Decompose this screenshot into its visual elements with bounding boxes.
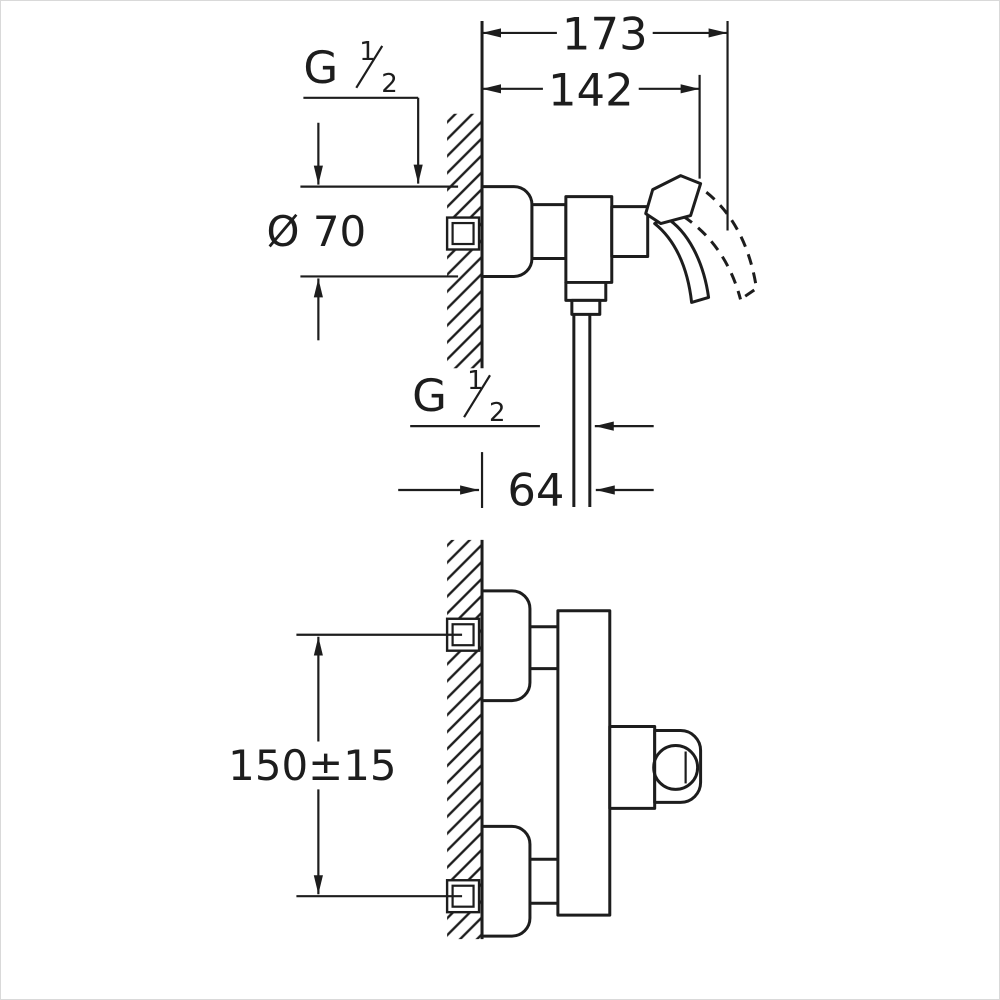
hose-thread-denominator: 2 bbox=[489, 398, 506, 428]
dim-body-depth: 142 bbox=[482, 63, 701, 179]
dim-inlet-spacing-label: 150±15 bbox=[228, 741, 396, 790]
front-view: 150±15 bbox=[228, 539, 703, 940]
hose-fitting-upper bbox=[564, 280, 608, 302]
dim-escutcheon-diameter: Ø 70 bbox=[267, 122, 459, 341]
dim-hose-offset-label: 64 bbox=[507, 464, 564, 517]
lever-end-circle bbox=[652, 744, 700, 791]
inlet-thread-numerator: 1 bbox=[359, 37, 376, 67]
dim-overall-depth-label: 173 bbox=[562, 7, 648, 60]
lever-handle-dashed bbox=[665, 180, 758, 301]
hose-thread-prefix: G bbox=[412, 369, 447, 422]
escutcheon-front-bottom bbox=[480, 824, 532, 938]
cartridge-front bbox=[608, 725, 657, 810]
dim-hose-offset: 64 bbox=[398, 452, 654, 517]
dim-hose-thread: G 1 2 bbox=[410, 366, 654, 431]
escutcheon-front-top bbox=[480, 589, 532, 703]
mixer-body-front bbox=[556, 609, 612, 917]
cartridge-housing bbox=[610, 205, 650, 258]
inlet-thread-fraction-slash bbox=[355, 45, 384, 89]
supply-elbow-inner-side bbox=[451, 221, 475, 246]
wall-hatch-front bbox=[447, 539, 483, 940]
side-view: 173 142 G 1 2 Ø 70 G 1 bbox=[267, 7, 758, 517]
hose-fitting-lower bbox=[570, 298, 602, 316]
inlet-thread-denominator: 2 bbox=[381, 69, 398, 99]
escutcheon-side bbox=[480, 185, 534, 278]
lever-blade bbox=[653, 216, 711, 304]
inlet-thread-prefix: G bbox=[303, 41, 338, 94]
dim-overall-depth: 173 bbox=[482, 7, 729, 231]
hose-thread-numerator: 1 bbox=[467, 366, 484, 396]
lever-head bbox=[644, 174, 703, 226]
dim-inlet-spacing: 150±15 bbox=[228, 633, 463, 898]
connection-pipe bbox=[530, 203, 568, 260]
dim-body-depth-label: 142 bbox=[548, 63, 634, 116]
hose-thread-fraction-slash bbox=[463, 374, 491, 418]
dim-escutcheon-diameter-label: Ø 70 bbox=[267, 207, 367, 256]
dim-inlet-thread: G 1 2 bbox=[303, 37, 423, 184]
mixer-body-side bbox=[564, 195, 614, 284]
lever-handle-front bbox=[653, 729, 703, 804]
